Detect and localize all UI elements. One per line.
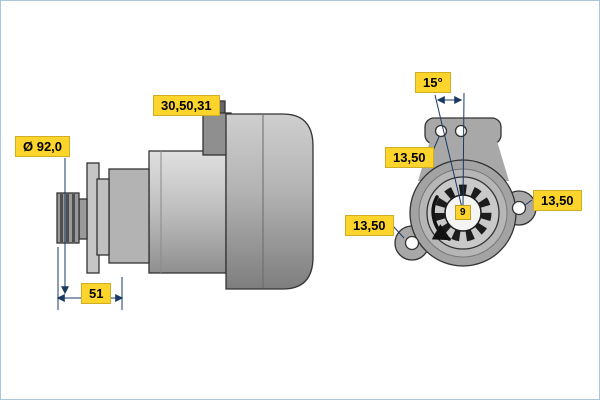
pinion-gear-side [56, 192, 80, 244]
shaft-collar [78, 198, 88, 240]
label-hole-diameter-top: 13,50 [385, 147, 434, 168]
starter-side-view [56, 100, 314, 290]
label-pinion-teeth: 9 [455, 205, 471, 220]
mounting-hole-right [511, 200, 527, 216]
label-hole-diameter-right: 13,50 [533, 190, 582, 211]
housing-step [96, 178, 110, 256]
angle-ray-left [434, 94, 463, 209]
motor-mid-section [148, 150, 227, 274]
drive-end-housing [108, 168, 150, 264]
mounting-hole-bottom-left [404, 235, 420, 251]
tab-hole-right [454, 124, 468, 138]
leader-line-right-hole [524, 199, 533, 206]
label-pinion-length: 51 [81, 283, 112, 304]
label-hole-diameter-bottom: 13,50 [345, 215, 394, 236]
leader-line-bottom-hole [392, 225, 405, 239]
label-hole-angle: 15° [415, 72, 451, 93]
label-terminals: 30,50,31 [153, 95, 220, 116]
rotation-arrow [431, 195, 452, 241]
motor-body [225, 113, 314, 290]
angle-ray-right [462, 92, 465, 207]
label-flange-diameter: Ø 92,0 [15, 136, 71, 157]
